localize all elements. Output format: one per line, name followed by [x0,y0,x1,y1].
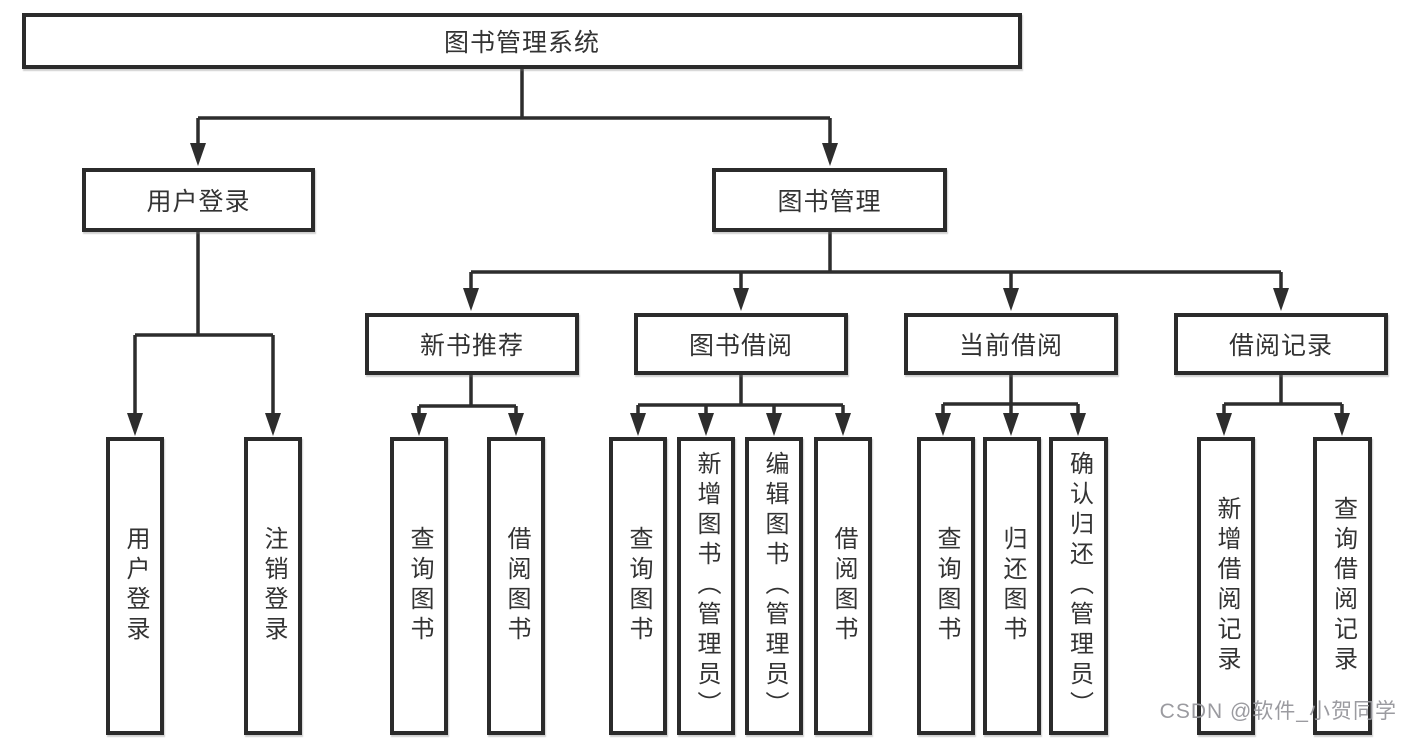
connector-user-login-children [127,232,281,436]
node-label: 归还图书 [999,526,1026,646]
node-label: 借阅图书 [503,526,530,646]
node-label: 查询图书 [625,526,652,646]
node-label: 确认归还（管理员） [1065,451,1093,721]
node-leaf-cb-return-books: 归还图书 [983,437,1041,735]
node-label: 查询图书 [406,526,433,646]
node-label: 借阅记录 [1228,332,1333,360]
node-user-login: 用户登录 [82,168,315,232]
connector-book-borrow-children [630,375,851,436]
connector-root-to-level2 [190,69,838,166]
node-label: 图书管理 [777,188,882,216]
node-label: 新书推荐 [419,332,524,360]
node-leaf-br-query-record: 查询借阅记录 [1313,437,1372,735]
node-label: 用户登录 [146,188,251,216]
node-new-book-recommend: 新书推荐 [365,313,579,375]
node-leaf-rec-query-books: 查询图书 [390,437,448,735]
node-label: 注销登录 [260,526,287,646]
connector-new-book-rec-children [411,375,524,436]
node-book-borrow: 图书借阅 [634,313,848,375]
node-label: 查询图书 [933,526,960,646]
node-leaf-rec-borrow-books: 借阅图书 [487,437,545,735]
node-leaf-cb-confirm-return-admin: 确认归还（管理员） [1049,437,1108,735]
node-label: 当前借阅 [958,332,1063,360]
node-label: 查询借阅记录 [1329,496,1357,676]
node-leaf-logout: 注销登录 [244,437,302,735]
node-label: 用户登录 [122,526,149,646]
node-book-management: 图书管理 [712,168,947,232]
node-leaf-bb-add-books-admin: 新增图书（管理员） [677,437,735,735]
node-library-management-system: 图书管理系统 [22,13,1022,69]
node-leaf-user-login: 用户登录 [106,437,164,735]
watermark: CSDN @软件_小贺同学 [1159,700,1397,723]
node-label: 编辑图书（管理员） [761,451,788,721]
node-leaf-bb-query-books: 查询图书 [609,437,667,735]
node-leaf-cb-query-books: 查询图书 [917,437,975,735]
node-borrow-records: 借阅记录 [1174,313,1388,375]
node-label: 新增图书（管理员） [693,451,720,721]
node-leaf-br-add-record: 新增借阅记录 [1197,437,1255,735]
node-current-borrow: 当前借阅 [904,313,1118,375]
node-leaf-bb-edit-books-admin: 编辑图书（管理员） [745,437,803,735]
connector-book-mgmt-to-level3 [463,232,1289,311]
connector-borrow-records-children [1216,375,1350,436]
node-label: 图书管理系统 [443,29,600,57]
connector-current-borrow-children [935,375,1086,436]
node-label: 图书借阅 [688,332,793,360]
node-leaf-bb-borrow-books: 借阅图书 [814,437,872,735]
node-label: 新增借阅记录 [1213,496,1240,676]
node-label: 借阅图书 [830,526,857,646]
